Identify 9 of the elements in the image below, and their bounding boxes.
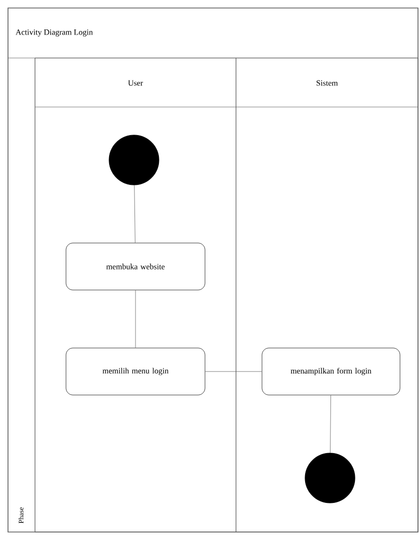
activity-box: membuka website (66, 242, 206, 290)
connector (134, 185, 136, 243)
connector (135, 290, 136, 348)
activity-box: memilih menu login (66, 348, 206, 396)
start-node (108, 134, 160, 186)
end-node (304, 452, 356, 504)
connector (205, 371, 262, 372)
connector (330, 395, 331, 453)
activity-box: menampilkan form login (262, 348, 400, 396)
